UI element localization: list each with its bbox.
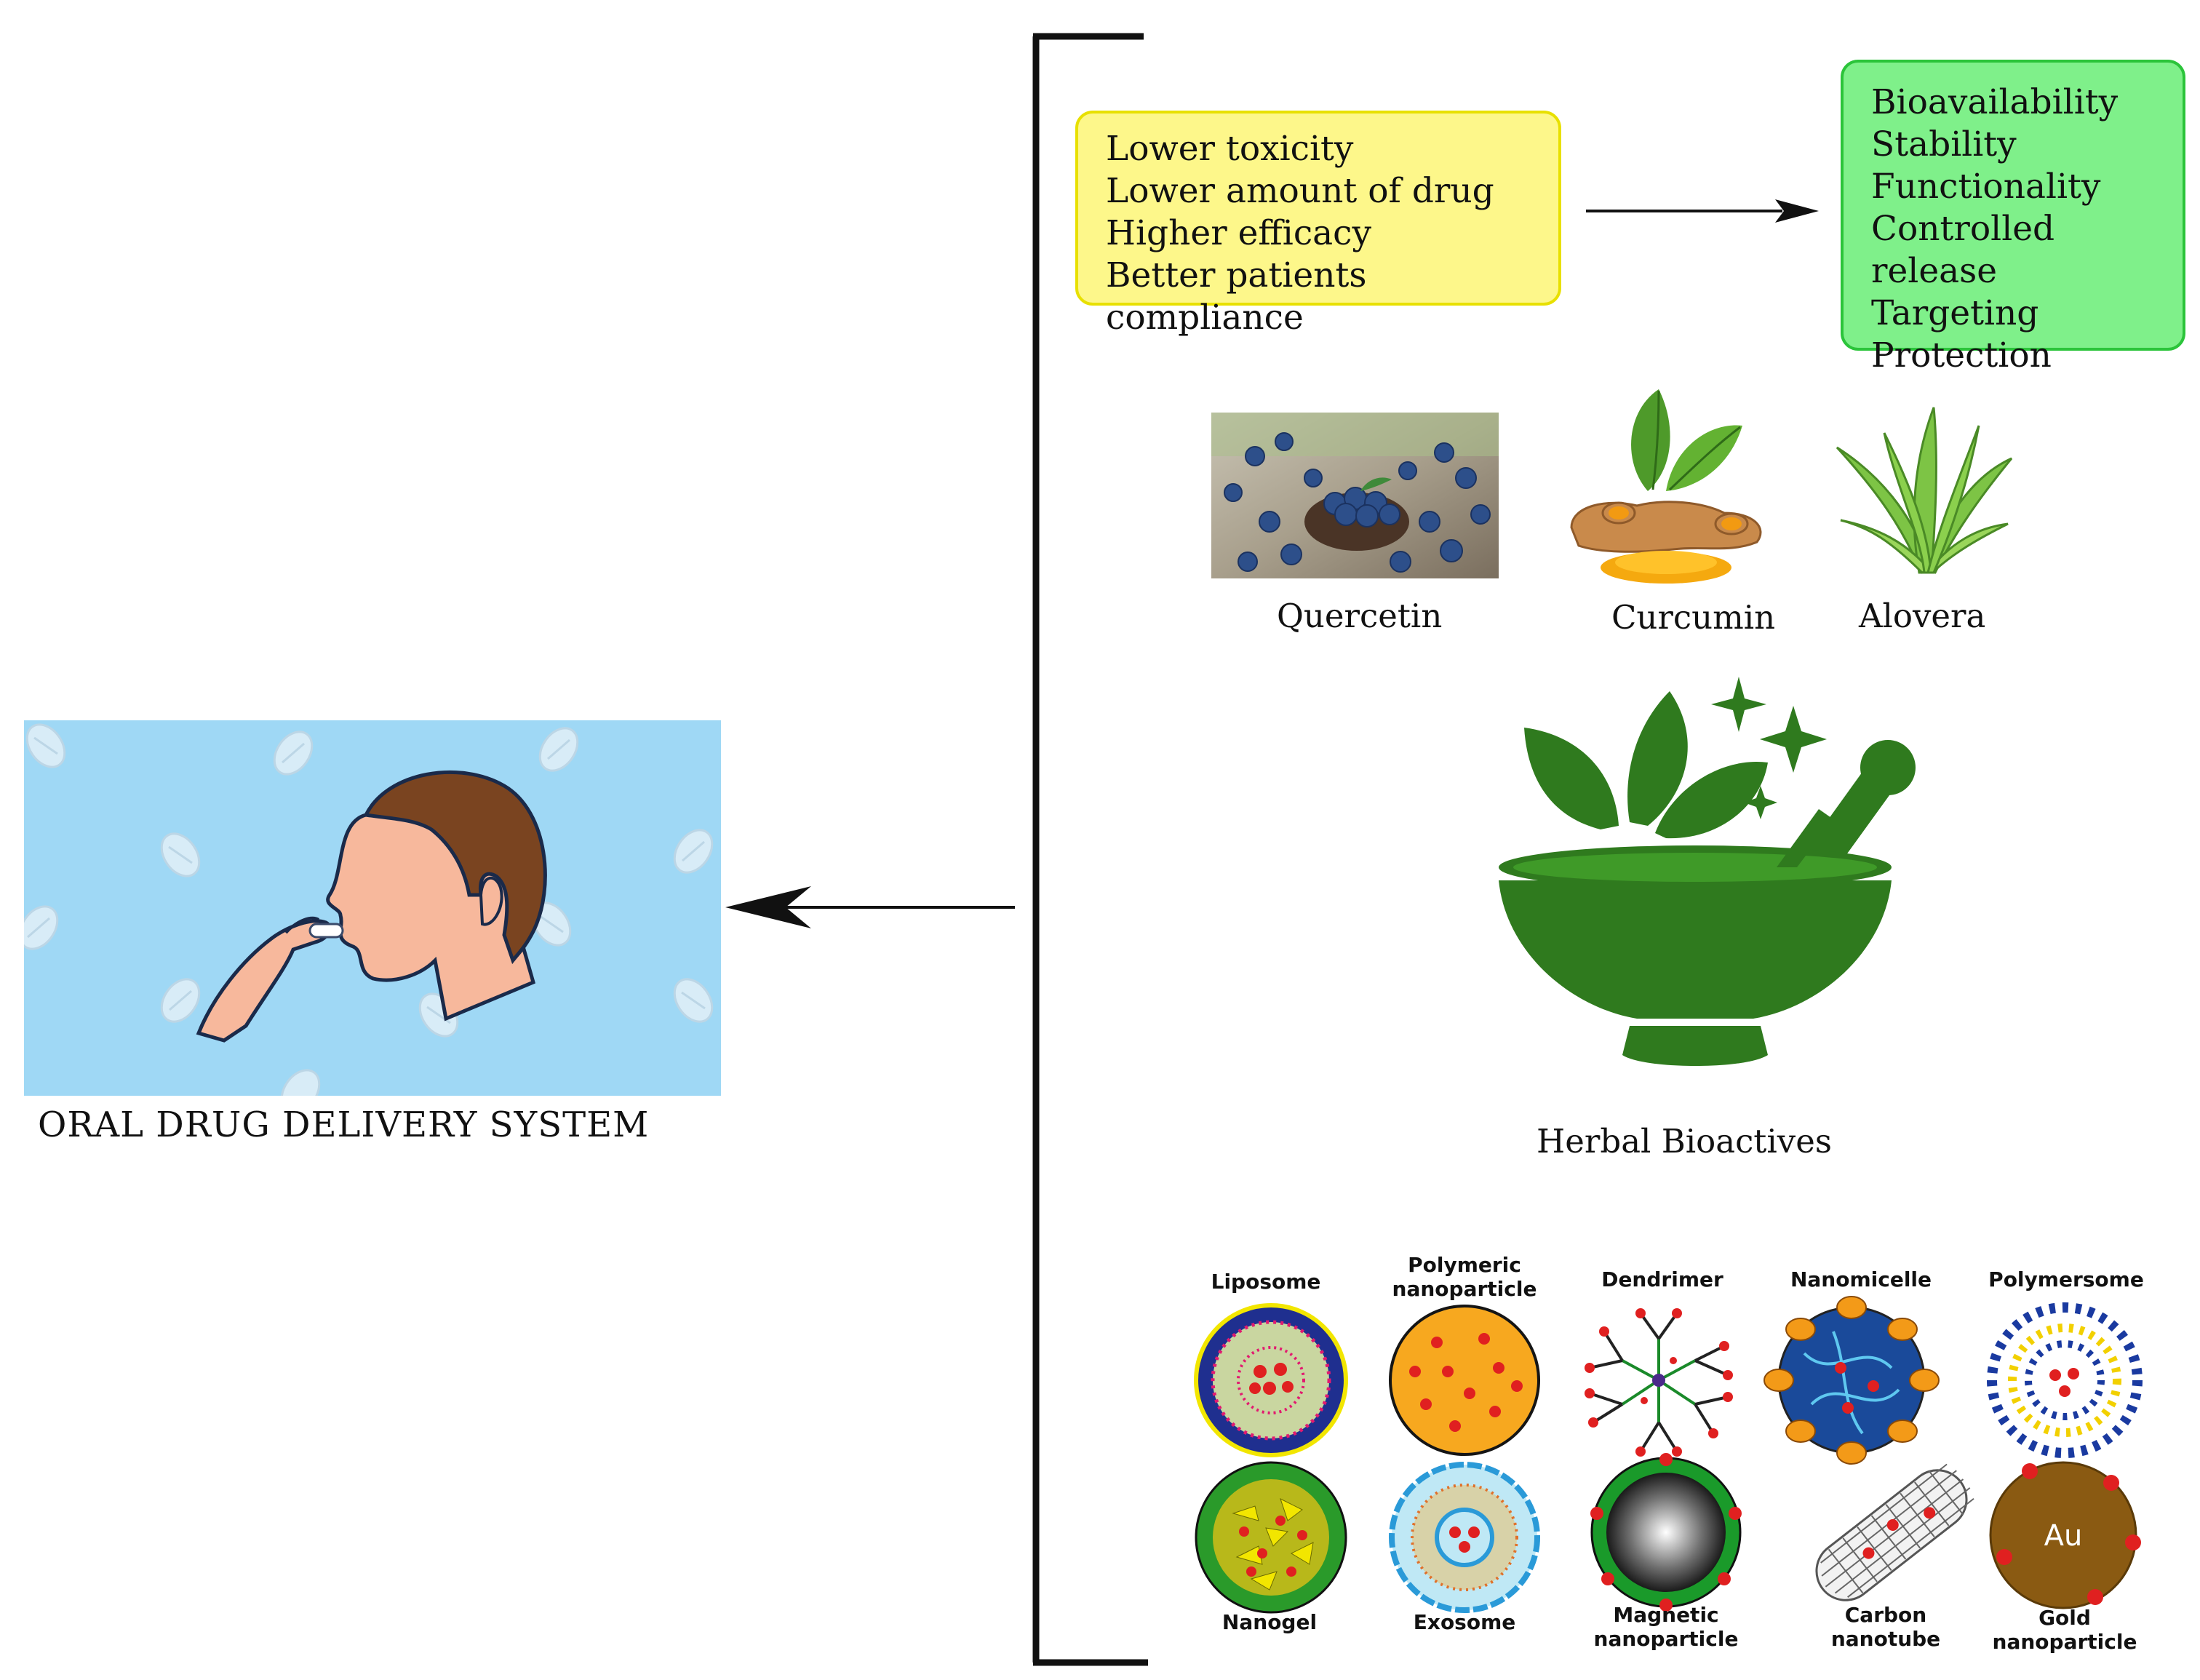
gold-symbol: Au [2044,1519,2083,1553]
improvement-item: Bioavailability [1871,82,2119,122]
nanocarrier-label: Exosome [1413,1610,1516,1634]
improvement-item: Targeting [1871,293,2039,333]
improvement-item: Functionality [1871,167,2101,207]
improvements-box: Bioavailability Stability Functionality … [1841,60,2185,375]
turmeric-image [1570,389,1762,584]
polymersome-icon [1987,1302,2143,1458]
advantage-item: Lower toxicity [1106,129,1354,169]
herb-label-curcumin: Curcumin [1611,598,1776,637]
improvement-item: Controlled release [1871,209,2055,291]
herb-label-alovera: Alovera [1859,597,1986,635]
mortar-pestle-icon [1499,677,1916,1066]
oral-delivery-illustration [24,720,721,1096]
improvement-item: Stability [1871,124,2017,164]
herb-label-quercetin: Quercetin [1277,597,1443,635]
exosome-icon [1389,1462,1540,1613]
advantage-item: Lower amount of drug [1106,171,1494,211]
herbal-bioactives-label: Herbal Bioactives [1537,1122,1832,1161]
nanocarrier-label: Nanomicelle [1790,1267,1932,1291]
liposome-icon [1194,1303,1348,1457]
advantages-box: Lower toxicity Lower amount of drug High… [1075,111,1561,338]
gold-nanoparticle-icon: Au [1989,1461,2141,1609]
carbon-nanotube-icon [1815,1463,1974,1601]
magnetic-nanoparticle-icon [1590,1453,1742,1612]
aloe-vera-image [1836,407,2013,574]
nanomicelle-icon [1763,1296,1940,1465]
blueberries-image [1211,413,1499,578]
advantage-item: Better patients compliance [1106,255,1367,338]
advantage-item: Higher efficacy [1106,213,1372,253]
oral-delivery-scene [24,723,714,1096]
nanocarrier-label: Polymersome [1988,1267,2144,1291]
oral-delivery-label: ORAL DRUG DELIVERY SYSTEM [38,1104,650,1145]
nanocarrier-label: Dendrimer [1601,1267,1723,1291]
dendrimer-icon [1585,1308,1733,1457]
nanocarrier-label: Liposome [1211,1270,1321,1294]
nanogel-icon [1195,1461,1347,1614]
nanocarrier-label: Nanogel [1221,1610,1318,1634]
improvement-item: Protection [1871,335,2052,375]
polymeric-nanoparticle-icon [1389,1305,1540,1456]
